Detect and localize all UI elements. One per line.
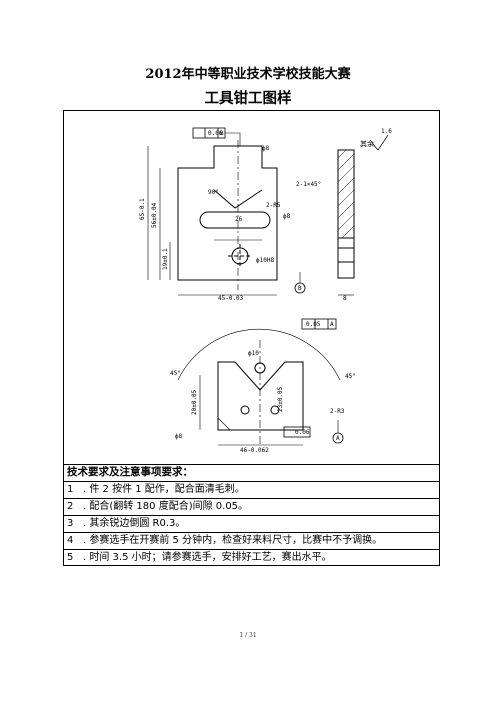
drawing-frame	[63, 110, 440, 566]
parallel-tol-text: 0.05	[306, 321, 321, 328]
rest-label: 其余	[360, 139, 374, 148]
note-number: 3	[67, 518, 74, 529]
divider	[64, 515, 439, 516]
width-total-label: 45-0.03	[218, 295, 244, 302]
height-total-label: 65-0.1	[139, 198, 146, 220]
part1-outline	[177, 145, 278, 281]
part2-width-label: 46-0.062	[240, 447, 269, 454]
angle-label: 90°	[208, 189, 219, 196]
angle-right-label: 45°	[345, 373, 356, 380]
note-text: . 配合(翻转 180 度配合)间隙 0.05。	[83, 501, 249, 512]
note-item: 1 . 件 2 按件 1 配作，配合面清毛刺。	[67, 481, 437, 498]
hole-mid-label: ф8	[283, 213, 291, 220]
flatness-ref-text: B	[220, 130, 224, 137]
datum-b-label: B	[298, 285, 302, 292]
part2-r-label: 2-R3	[330, 408, 345, 415]
note-text: . 其余锐边倒圆 R0.3。	[83, 518, 186, 529]
parallel-frame	[301, 318, 337, 330]
parallel-ref-text: A	[330, 321, 334, 328]
angle-left-label: 45°	[170, 370, 181, 377]
height-right-label: 23±0.05	[277, 386, 284, 412]
perp-frame	[283, 426, 311, 438]
part1-v-notch	[213, 189, 263, 209]
thickness-label: 8	[343, 295, 347, 302]
hole-bottom-label: ф8	[175, 433, 183, 440]
part1-slot	[199, 211, 271, 229]
note-item: 2 . 配合(翻转 180 度配合)间隙 0.05。	[67, 498, 437, 515]
part2-hole-top-label: ф10	[248, 350, 259, 357]
note-item: 3 . 其余锐边倒圆 R0.3。	[67, 515, 437, 532]
drawing-title: 工具钳工图样	[204, 91, 292, 107]
notes-title: 技术要求及注意事项要求：	[67, 466, 193, 478]
note-text: . 参赛选手在开赛前 5 分钟内，检查好来料尺寸，比赛中不予调换。	[83, 535, 383, 546]
note-item: 4 . 参赛选手在开赛前 5 分钟内，检查好来料尺寸，比赛中不予调换。	[67, 532, 437, 549]
divider	[64, 464, 439, 465]
note-number: 5	[67, 552, 74, 563]
divider	[64, 549, 439, 550]
hole-top-label: ф8	[262, 145, 270, 152]
center-hole-label: ф10H8	[256, 257, 274, 264]
note-text: . 时间 3.5 小时；请参赛选手，安排好工艺，赛出水平。	[83, 552, 332, 563]
part1-side-view	[337, 149, 355, 279]
height-left-label: 20±0.05	[191, 389, 198, 415]
slot-width-label: 26	[235, 216, 243, 223]
height-inner-label: 56±0.04	[151, 202, 158, 228]
angle-arc	[177, 328, 341, 381]
note-number: 2	[67, 501, 74, 512]
note-item: 5 . 时间 3.5 小时；请参赛选手，安排好工艺，赛出水平。	[67, 549, 437, 566]
height-lower-label: 19±0.1	[162, 248, 169, 270]
r-label: 2-R5	[266, 202, 281, 209]
roughness-label: 1.6	[381, 128, 392, 135]
roughness-symbol	[371, 134, 389, 151]
note-number: 4	[67, 535, 74, 546]
technical-requirements: 技术要求及注意事项要求： 1 . 件 2 按件 1 配作，配合面清毛刺。 2 . 配…	[67, 464, 437, 566]
divider	[64, 481, 439, 482]
flatness-tol-text: 0.06	[208, 130, 223, 137]
divider	[64, 532, 439, 533]
datum-a-label: A	[336, 435, 340, 442]
note-text: . 件 2 按件 1 配作，配合面清毛刺。	[83, 484, 245, 495]
perp-tol-text: 0.06	[295, 429, 310, 436]
note-number: 1	[67, 484, 74, 495]
part2-outline	[217, 361, 304, 431]
divider	[64, 498, 439, 499]
chamfer-label: 2-1×45°	[296, 181, 321, 188]
competition-title: 2012年中等职业技术学校技能大赛	[145, 67, 351, 82]
page-number: 1 / 31	[239, 632, 257, 639]
